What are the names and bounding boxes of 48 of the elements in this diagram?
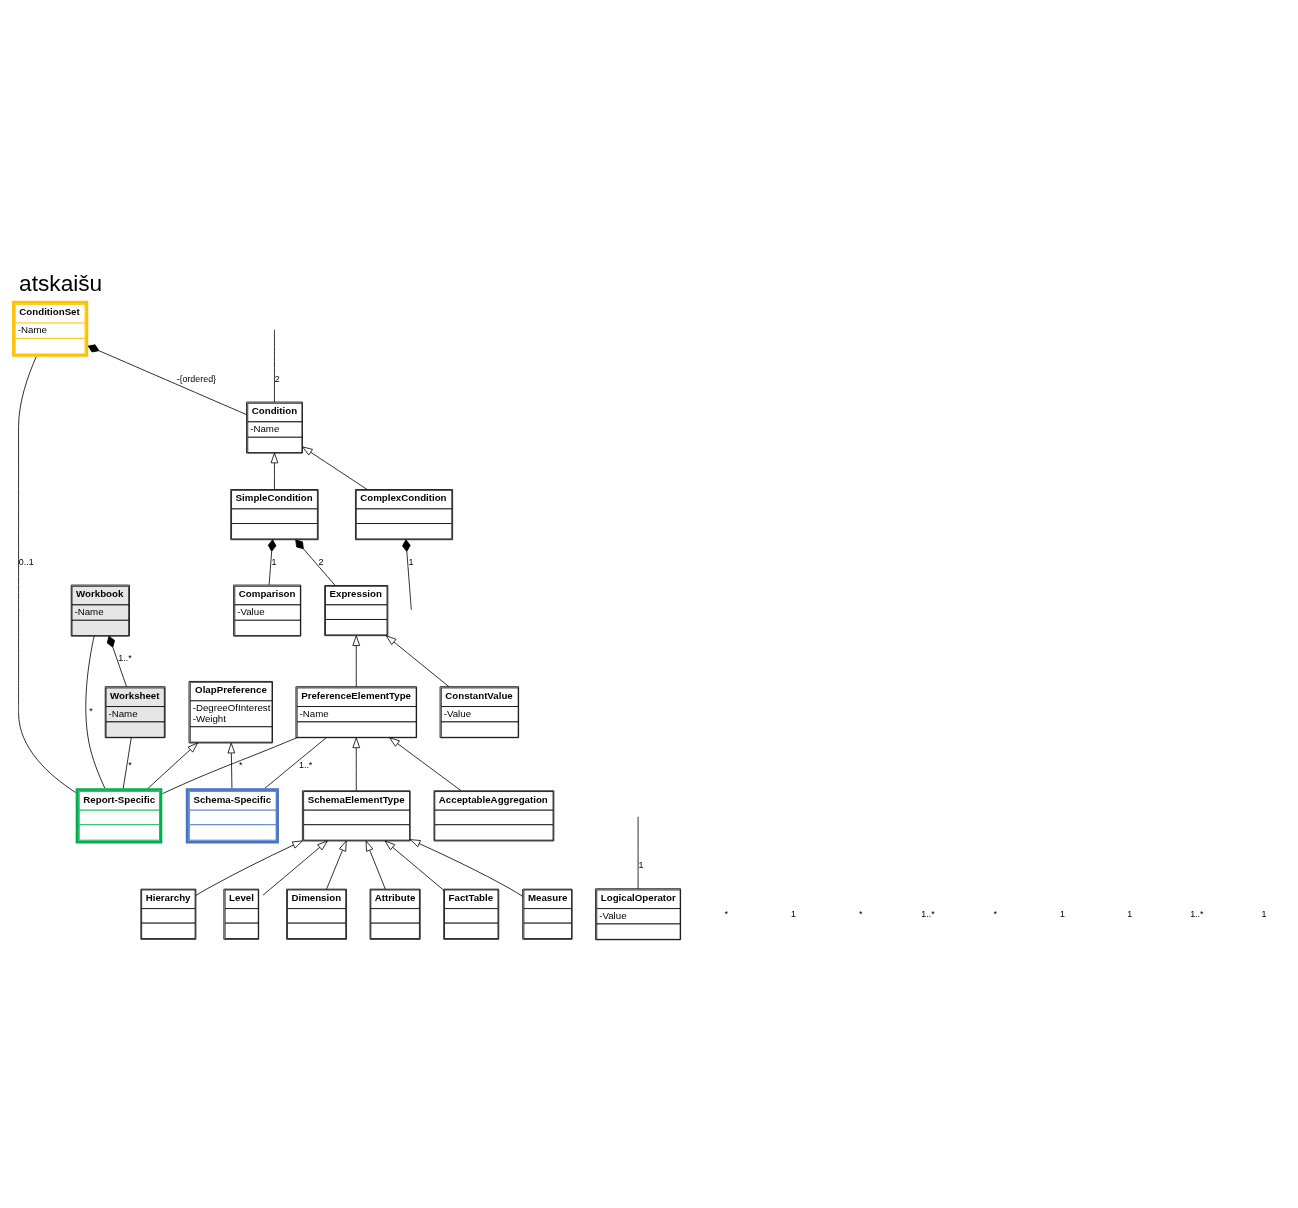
arrow <box>409 838 524 897</box>
connector <box>274 328 275 402</box>
edge-label: 1 <box>408 556 414 567</box>
edge-label: 1..* <box>118 652 132 663</box>
label: * <box>724 908 729 919</box>
connector <box>402 538 412 610</box>
label: * <box>859 908 863 919</box>
edge-label: 1 <box>638 859 644 870</box>
connector <box>264 736 327 789</box>
connector <box>267 538 277 585</box>
connector <box>162 736 298 794</box>
edge-label: 1..* <box>298 759 313 770</box>
connector <box>85 635 106 789</box>
label: 1 <box>1261 908 1267 919</box>
edge-label: 0..1 <box>18 556 34 567</box>
arrow <box>389 736 462 791</box>
arrow <box>385 634 450 687</box>
connector <box>295 539 336 586</box>
arrow <box>352 634 361 687</box>
edge-label: * <box>89 705 93 716</box>
connector <box>122 737 132 789</box>
connector <box>18 355 76 793</box>
edge-label: 2 <box>318 556 324 567</box>
label: 1 <box>791 908 797 919</box>
arrow <box>352 737 361 791</box>
arrow <box>270 452 279 490</box>
arrow <box>262 840 328 895</box>
arrow <box>195 840 303 896</box>
arrow <box>227 742 236 789</box>
label: 1 <box>1059 908 1065 919</box>
arrow <box>384 840 445 891</box>
connector <box>87 343 247 415</box>
label: * <box>993 908 997 919</box>
label: 1..* <box>1190 908 1204 919</box>
connector <box>637 815 639 889</box>
diagram-title: atskaišu <box>19 269 103 296</box>
arrow <box>326 840 347 889</box>
edge-label: * <box>128 759 132 770</box>
arrow <box>147 742 198 789</box>
edge-label: -{ordered} <box>176 373 217 384</box>
arrow <box>302 445 368 490</box>
connector <box>106 635 127 687</box>
edge-label: * <box>239 759 243 770</box>
label: 1 <box>1127 908 1133 919</box>
edge-label: 1 <box>271 556 277 567</box>
arrow <box>365 840 386 889</box>
edge-label: 2 <box>274 373 280 384</box>
label: 1..* <box>921 908 935 919</box>
